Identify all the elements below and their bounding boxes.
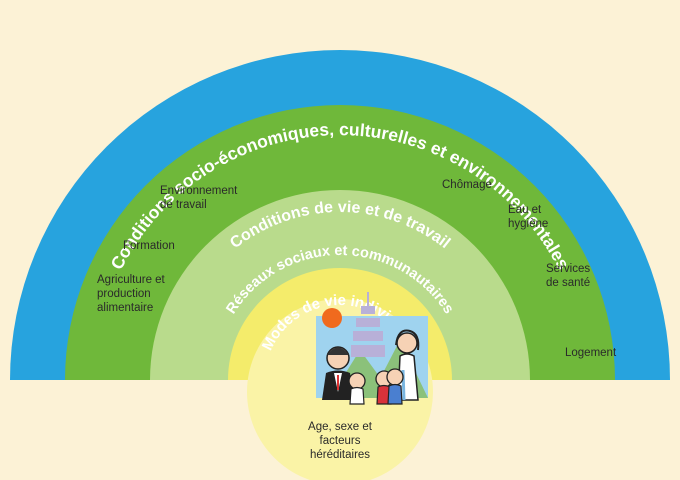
factor-chomage: Chômage (442, 179, 492, 191)
father-figure (322, 346, 354, 400)
factor-services-de-sante: Services de santé (546, 263, 591, 289)
factor-environnement-de-travail: Environnement de travail (160, 185, 238, 211)
child-figure-left (348, 372, 366, 405)
sun-icon (322, 308, 342, 328)
factor-agriculture: Agriculture et production alimentaire (97, 274, 165, 314)
factor-logement: Logement (565, 347, 617, 359)
core-label: Age, sexe et facteurs héréditaires (308, 421, 372, 461)
factor-eau-hygiene: Eau et hygiène (508, 204, 549, 230)
factor-formation: Formation (123, 240, 175, 252)
family-illustration (316, 292, 428, 405)
child-figure-right (386, 368, 404, 405)
mother-figure (395, 329, 420, 401)
